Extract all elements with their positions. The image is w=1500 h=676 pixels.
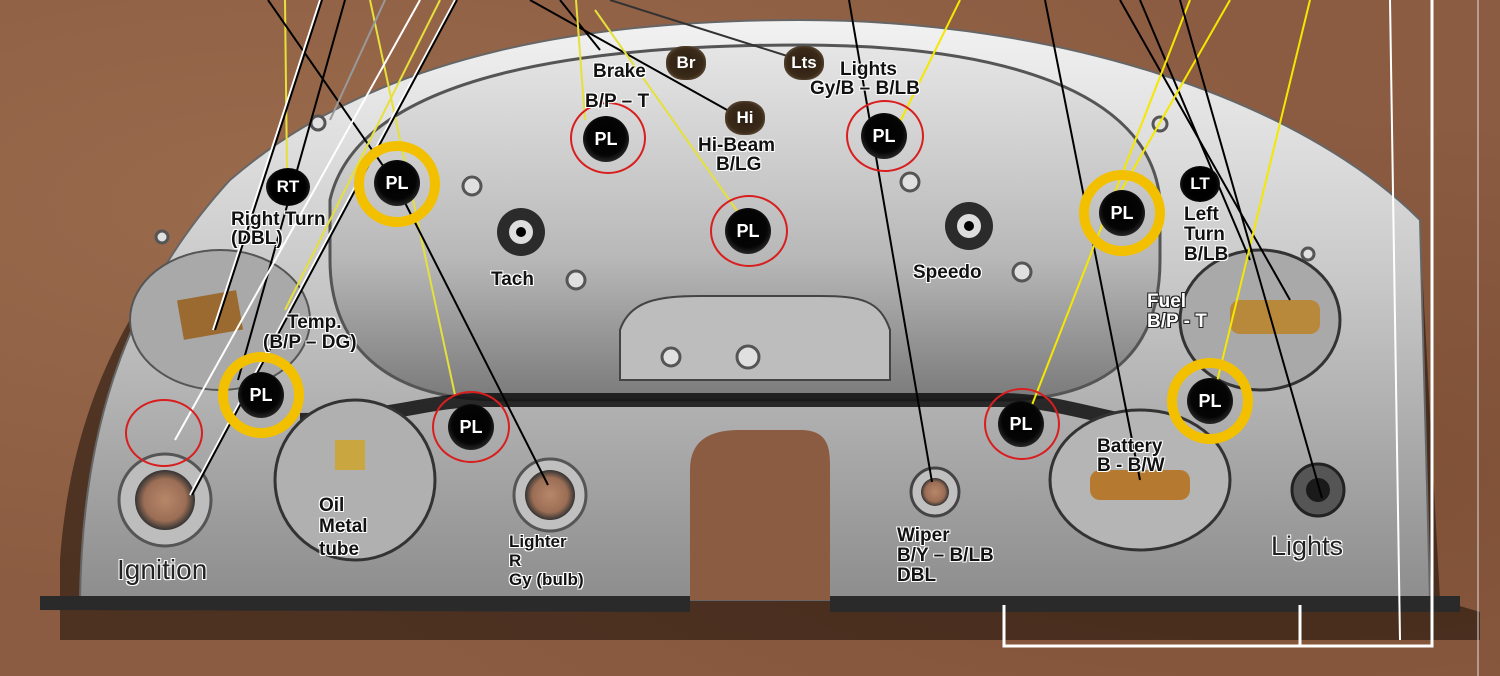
pl-socket-1: PL (374, 160, 420, 206)
pl-socket-4: PL (861, 113, 907, 159)
label-lights-switch: Lights (1271, 531, 1344, 561)
hi-beam-indicator-socket: Hi (725, 101, 765, 135)
label-fuel-wire: B/P - T (1147, 311, 1207, 332)
label-battery-wire: B - B/W (1097, 455, 1165, 476)
pl-socket-7: PL (448, 404, 494, 450)
pl-socket-5: PL (1099, 190, 1145, 236)
label-wiper-note: DBL (897, 565, 937, 586)
label-tach: Tach (491, 269, 534, 290)
label-oil-2: Metal (319, 516, 368, 537)
pl-socket-3: PL (725, 208, 771, 254)
label-speedo: Speedo (913, 262, 982, 283)
label-fuel: Fuel (1147, 291, 1187, 312)
left-turn-indicator-socket: LT (1180, 166, 1220, 202)
label-wiper-wire: B/Y – B/LB (897, 545, 994, 566)
label-hi-beam: Hi-Beam (698, 135, 776, 156)
label-left-turn-1: Left (1184, 204, 1219, 225)
label-lighter-wire: R (509, 551, 522, 570)
pl-socket-2: PL (583, 116, 629, 162)
label-brake-wire: B/P – T (585, 91, 650, 112)
pl-socket-8: PL (998, 401, 1044, 447)
label-lighter-bulb: Gy (bulb) (509, 570, 584, 589)
lights-indicator-socket: Lts (784, 46, 824, 80)
label-right-turn-note: (DBL) (231, 228, 283, 249)
label-brake: Brake (593, 61, 646, 82)
pl-socket-6: PL (238, 372, 284, 418)
label-oil-1: Oil (319, 495, 345, 516)
label-lighter: Lighter (509, 532, 567, 551)
label-right-turn: Right Turn (231, 209, 326, 230)
label-left-turn-2: Turn (1184, 224, 1225, 245)
label-hi-beam-wire: B/LG (716, 154, 762, 175)
label-wiper: Wiper (897, 525, 950, 546)
label-battery: Battery (1097, 436, 1163, 457)
pl-socket-9: PL (1187, 378, 1233, 424)
label-temp: Temp. (287, 312, 342, 333)
label-oil-3: tube (319, 539, 360, 560)
right-turn-indicator-socket: RT (266, 168, 310, 206)
label-temp-wire: (B/P – DG) (263, 332, 357, 353)
label-lights-indicator-wire: Gy/B – B/LB (810, 78, 920, 99)
label-left-turn-wire: B/LB (1184, 244, 1229, 265)
label-lights-indicator: Lights (840, 59, 897, 80)
label-ignition: Ignition (117, 554, 208, 585)
brake-indicator-socket: Br (666, 46, 706, 80)
